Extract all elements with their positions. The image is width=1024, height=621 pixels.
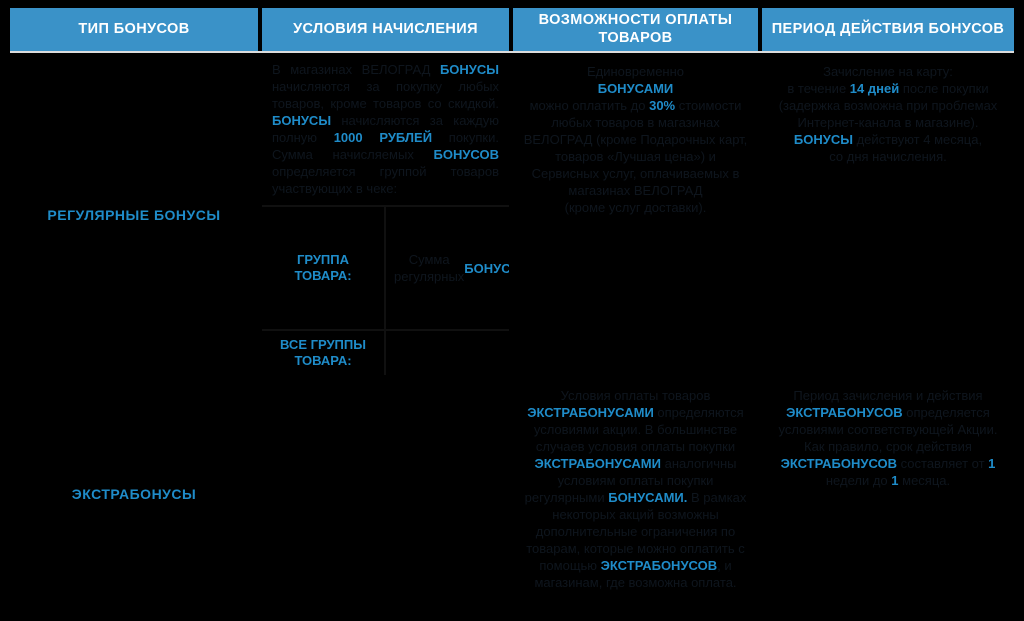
cell-bonus-type-regular: РЕГУЛЯРНЫЕ БОНУСЫ xyxy=(10,55,258,375)
regular-bonuses-label: РЕГУЛЯРНЫЕ БОНУСЫ xyxy=(47,206,221,223)
table-header-row: ТИП БОНУСОВ УСЛОВИЯ НАЧИСЛЕНИЯ ВОЗМОЖНОС… xyxy=(10,8,1014,53)
conditions-regular-paragraph: В магазинах ВЕЛОГРАД БОНУСЫ начисляются … xyxy=(272,62,499,196)
cell-bonus-type-extra: ЭКСТРАБОНУСЫ xyxy=(10,379,258,610)
conditions-subtable: ГРУППА ТОВАРА: Сумма регулярных БОНУСОВ,… xyxy=(262,205,509,375)
column-header-accrual-conditions: УСЛОВИЯ НАЧИСЛЕНИЯ xyxy=(262,8,509,51)
column-header-payment-options: ВОЗМОЖНОСТИ ОПЛАТЫ ТОВАРОВ xyxy=(513,8,758,51)
subtable-label-all-groups: ВСЕ ГРУППЫ ТОВАРА: xyxy=(262,331,384,375)
cell-period-regular: Зачисление на карту:в течение 14 дней по… xyxy=(762,55,1014,375)
cell-conditions-extra xyxy=(262,379,509,610)
extra-bonuses-label: ЭКСТРАБОНУСЫ xyxy=(71,486,197,502)
subtable-label-product-group: ГРУППА ТОВАРА: xyxy=(262,207,384,329)
subtable-value-percent: 5% xyxy=(386,331,509,375)
column-header-bonus-type: ТИП БОНУСОВ xyxy=(10,8,258,51)
cell-conditions-regular: В магазинах ВЕЛОГРАД БОНУСЫ начисляются … xyxy=(262,55,509,375)
table-body: РЕГУЛЯРНЫЕ БОНУСЫ В магазинах ВЕЛОГРАД Б… xyxy=(10,55,1014,610)
subtable-value-product-group: Сумма регулярных БОНУСОВ, начисляемых за… xyxy=(386,207,509,329)
column-header-validity-period: ПЕРИОД ДЕЙСТВИЯ БОНУСОВ xyxy=(762,8,1014,51)
